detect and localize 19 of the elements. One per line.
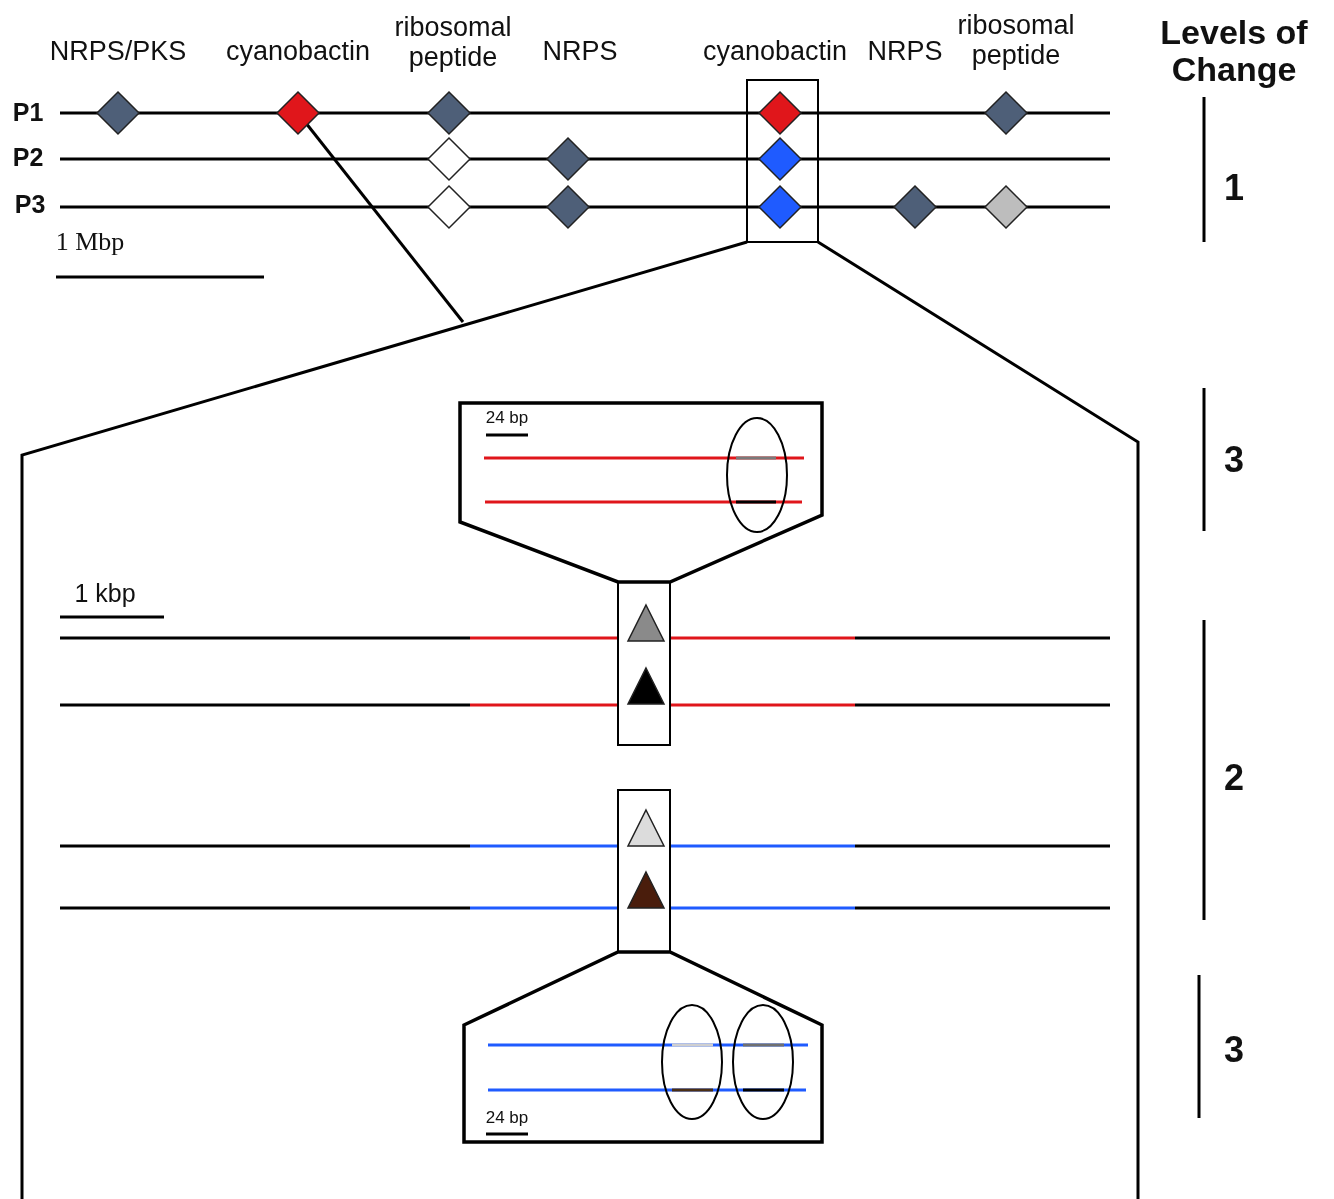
scale-label: 1 Mbp	[55, 227, 125, 257]
axis-title: Levels of Change	[1159, 13, 1309, 89]
scale-label: 24 bp	[485, 408, 529, 428]
genome-label: P1	[12, 99, 44, 127]
level-number: 3	[1224, 1030, 1244, 1070]
gene-label: NRPS/PKS	[49, 37, 187, 67]
gene-label: cyanobactin	[702, 37, 848, 67]
gene-label: cyanobactin	[225, 37, 371, 67]
gene-label: NRPS	[542, 37, 618, 67]
gene-label: ribosomal peptide	[956, 11, 1076, 71]
gene-label: ribosomal peptide	[393, 13, 513, 73]
level-number: 2	[1224, 758, 1244, 798]
genome-label: P2	[12, 144, 44, 172]
genome-label: P3	[14, 191, 46, 219]
level-number: 1	[1224, 168, 1244, 208]
scale-label: 24 bp	[485, 1108, 529, 1128]
scale-label: 1 kbp	[74, 580, 136, 608]
level-number: 3	[1224, 440, 1244, 480]
gene-label: NRPS	[867, 37, 943, 67]
